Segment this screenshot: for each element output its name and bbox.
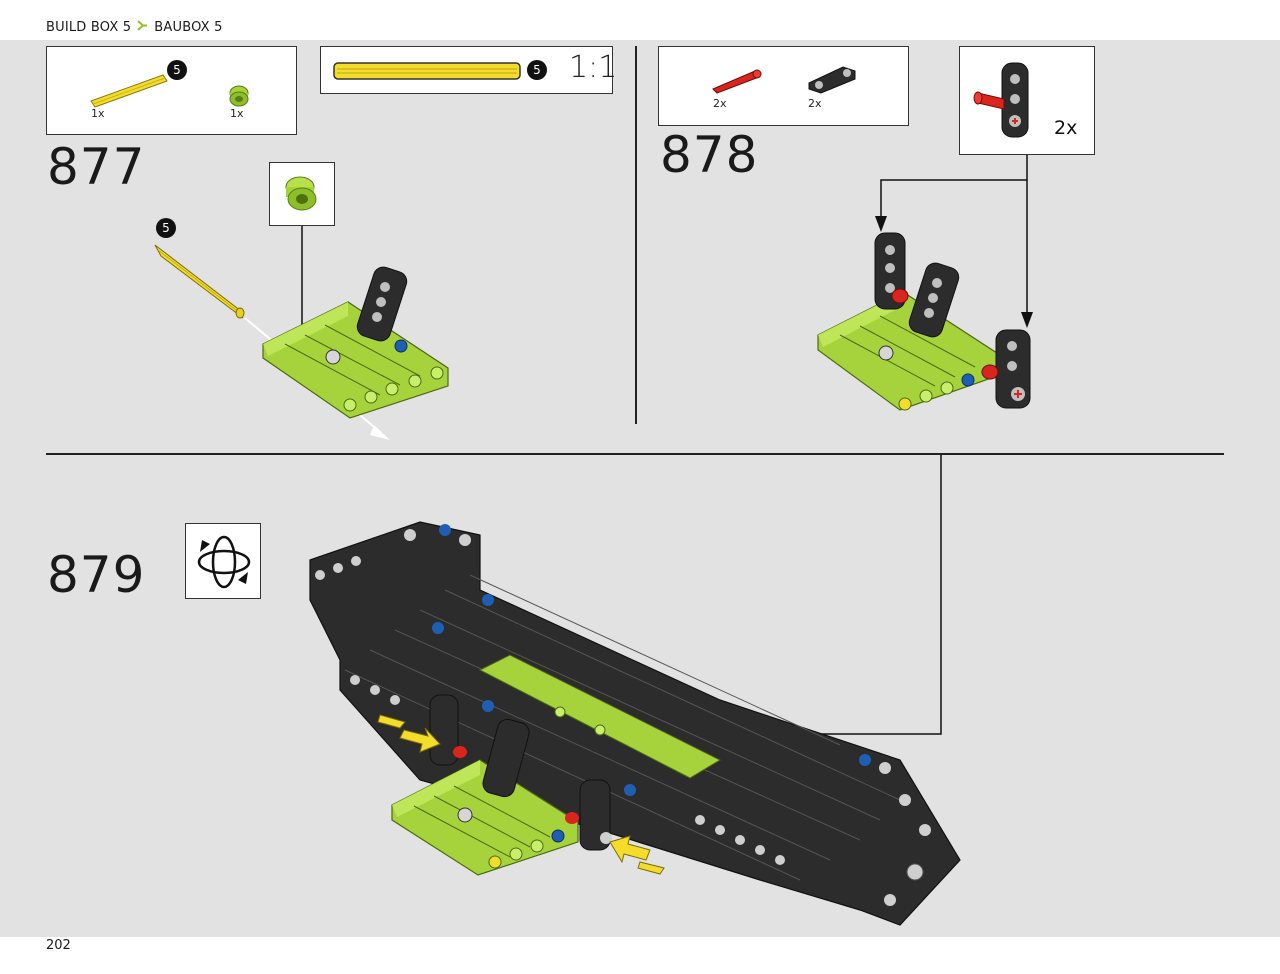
lime-bush-icon	[229, 85, 249, 107]
beam-pin-subassembly-icon	[973, 62, 1029, 138]
lime-frame-subassembly-877	[262, 266, 449, 419]
breadcrumb-separator-icon	[137, 20, 148, 35]
red-pin-qty: 2x	[713, 97, 727, 110]
rotate-model-icon	[197, 535, 251, 589]
step-divider-vertical	[635, 46, 637, 424]
parts-callout-877: 5 1x 1x	[46, 46, 297, 135]
scale-ratio: 1:1	[569, 50, 618, 85]
breadcrumb: BUILD BOX 5 BAUBOX 5	[46, 20, 223, 35]
subassembly-qty: 2x	[1054, 117, 1078, 139]
subassembly-callout-878: 2x	[959, 46, 1095, 155]
bottom-bar	[0, 937, 1280, 974]
black-connector-qty: 2x	[808, 97, 822, 110]
breadcrumb-item-build-box: BUILD BOX 5	[46, 20, 132, 35]
step-number-877: 877	[47, 138, 146, 196]
lime-beam-center	[478, 654, 722, 779]
breadcrumb-item-baubox: BAUBOX 5	[154, 20, 223, 35]
axle-scale-icon	[333, 62, 521, 80]
yellow-insertion-arrows	[377, 714, 665, 875]
scale-size-badge: 5	[527, 60, 547, 80]
red-pin-icon	[712, 69, 762, 94]
step-number-879: 879	[47, 546, 146, 604]
step-divider-horizontal	[46, 453, 1224, 455]
bush-qty: 1x	[230, 107, 244, 120]
step-number-878: 878	[660, 126, 759, 184]
axle-size-badge: 5	[167, 60, 187, 80]
page-number: 202	[46, 938, 71, 953]
axle-qty: 1x	[91, 107, 105, 120]
build-axle-size-badge: 5	[156, 218, 176, 238]
yellow-axle-icon	[90, 74, 168, 108]
scale-callout-877: 5 1:1	[320, 46, 617, 94]
lime-frame-subassembly-879	[391, 694, 636, 876]
rotate-model-callout	[185, 523, 261, 599]
top-bar	[0, 0, 1280, 40]
lime-bush-large-icon	[285, 176, 317, 211]
black-connector-icon	[808, 66, 856, 94]
lime-frame-subassembly-878	[817, 232, 1031, 411]
yellow-axle-5-part	[154, 244, 245, 319]
bush-callout-877	[269, 162, 335, 226]
parts-callout-878: 2x 2x	[658, 46, 909, 126]
